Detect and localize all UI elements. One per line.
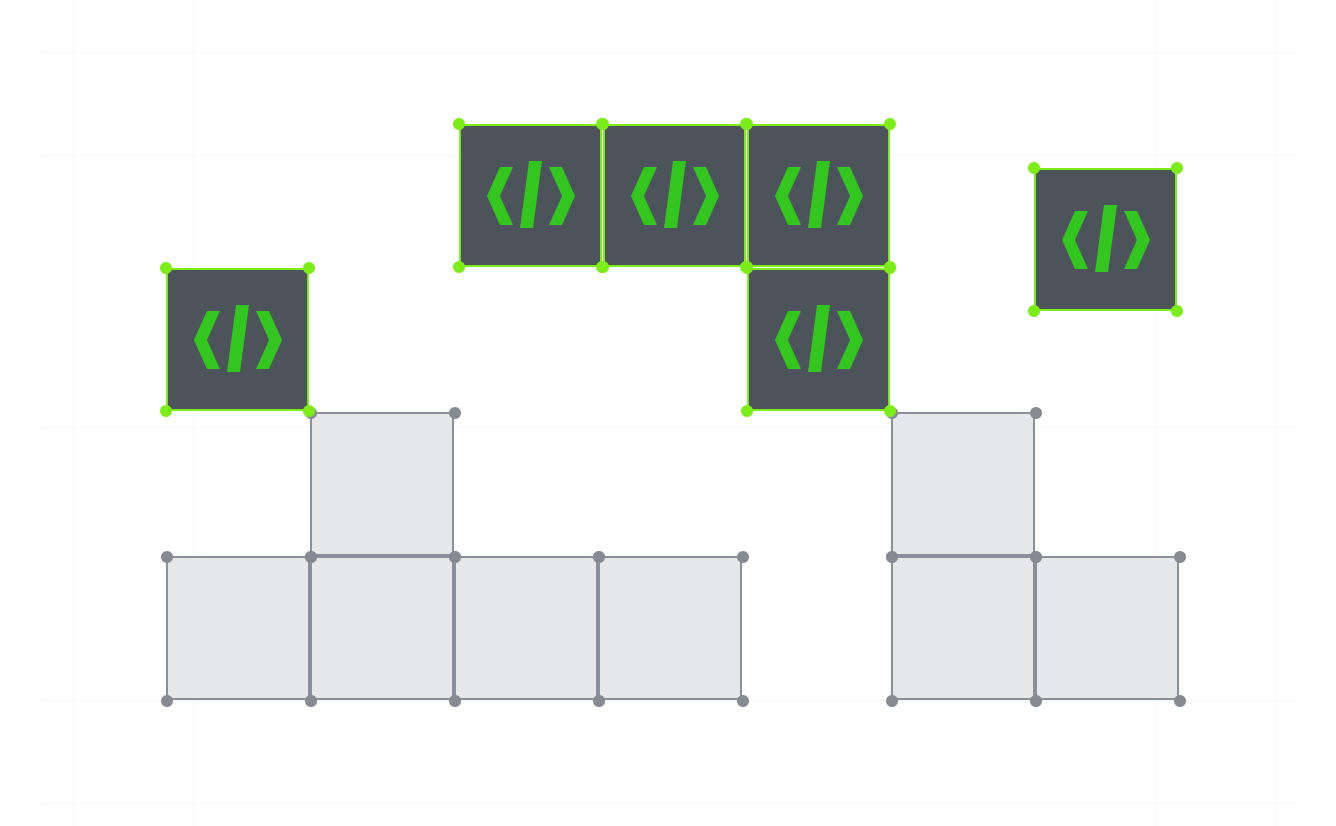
grid-line (42, 803, 1296, 804)
corner-handle (737, 551, 749, 563)
corner-handle (305, 695, 317, 707)
code-brackets-icon (1061, 204, 1150, 272)
corner-handle (305, 551, 317, 563)
empty-slot[interactable] (1035, 556, 1179, 700)
code-brackets-icon (486, 160, 575, 228)
corner-handle (1028, 162, 1040, 174)
corner-handle (1030, 551, 1042, 563)
grid-line (1155, 0, 1156, 826)
code-brackets-icon (774, 160, 863, 228)
corner-handle (453, 118, 465, 130)
corner-handle (1030, 407, 1042, 419)
corner-handle (160, 405, 172, 417)
corner-handle (597, 118, 609, 130)
corner-handle (449, 551, 461, 563)
corner-handle (161, 551, 173, 563)
corner-handle (303, 405, 315, 417)
corner-handle (741, 262, 753, 274)
corner-handle (886, 695, 898, 707)
empty-slot[interactable] (310, 412, 454, 556)
corner-handle (1174, 551, 1186, 563)
corner-handle (886, 551, 898, 563)
code-tile[interactable] (747, 268, 890, 411)
corner-handle (884, 118, 896, 130)
grid-line (1275, 0, 1276, 826)
grid-line (193, 0, 194, 826)
corner-handle (453, 261, 465, 273)
corner-handle (884, 405, 896, 417)
empty-slot[interactable] (891, 412, 1035, 556)
corner-handle (884, 262, 896, 274)
corner-handle (737, 695, 749, 707)
corner-handle (741, 405, 753, 417)
empty-slot[interactable] (891, 556, 1035, 700)
corner-handle (593, 695, 605, 707)
grid-line (42, 52, 1296, 53)
code-tile[interactable] (747, 124, 890, 267)
code-tile[interactable] (1034, 168, 1177, 311)
corner-handle (597, 261, 609, 273)
corner-handle (741, 118, 753, 130)
corner-handle (449, 695, 461, 707)
empty-slot[interactable] (166, 556, 310, 700)
corner-handle (161, 695, 173, 707)
empty-slot[interactable] (598, 556, 742, 700)
corner-handle (1174, 695, 1186, 707)
code-brackets-icon (193, 304, 282, 372)
code-tile[interactable] (459, 124, 602, 267)
corner-handle (593, 551, 605, 563)
corner-handle (1028, 305, 1040, 317)
grid-line (73, 0, 74, 826)
empty-slot[interactable] (310, 556, 454, 700)
corner-handle (1171, 305, 1183, 317)
corner-handle (160, 262, 172, 274)
grid-line (42, 427, 1296, 428)
corner-handle (303, 262, 315, 274)
grid-line (42, 700, 1296, 701)
corner-handle (449, 407, 461, 419)
code-brackets-icon (630, 160, 719, 228)
empty-slot[interactable] (454, 556, 598, 700)
corner-handle (1171, 162, 1183, 174)
code-tile[interactable] (166, 268, 309, 411)
code-brackets-icon (774, 304, 863, 372)
code-tile[interactable] (603, 124, 746, 267)
corner-handle (1030, 695, 1042, 707)
